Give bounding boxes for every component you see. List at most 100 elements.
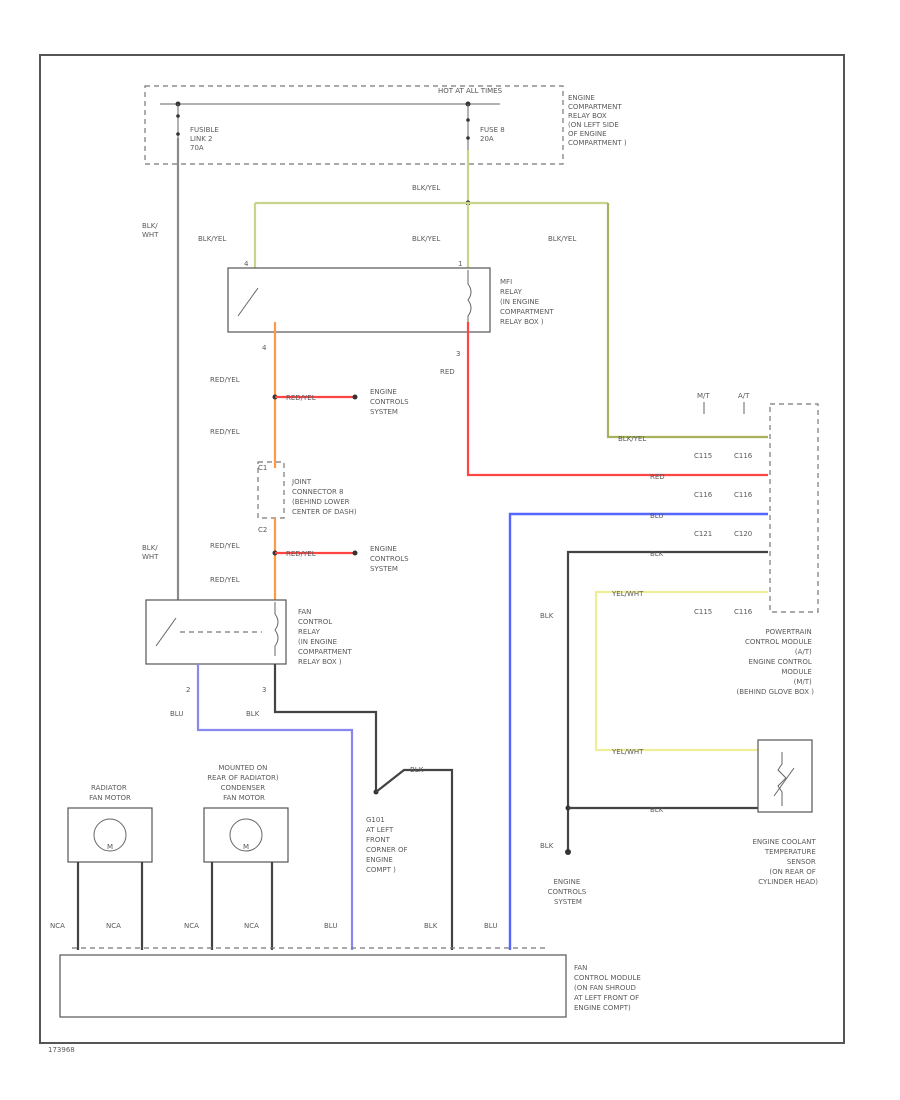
wire-blu-pcm	[508, 512, 768, 950]
joint-pin-bottom: C2	[258, 526, 267, 534]
pcm-row-4-at: C116	[734, 608, 753, 616]
wire-label-red-yel-2: RED/YEL	[210, 428, 240, 436]
wire-blk-yel-pcm	[606, 203, 768, 439]
pcm-dashed-outline	[769, 403, 819, 613]
wire-label-blk-wht-top: BLK/ WHT	[142, 222, 160, 239]
ecs-label-2: ENGINE CONTROLS SYSTEM	[370, 545, 411, 573]
mfi-pin-bottom-left: 4	[262, 344, 267, 352]
wire-label-blk-module: BLK	[424, 922, 438, 930]
wire-label-nca-3: NCA	[184, 922, 199, 930]
wire-label-red-pcm: RED	[650, 473, 665, 481]
wire-label-blk-ect: BLK	[650, 806, 664, 814]
ect-sensor-thermistor	[777, 752, 787, 806]
wire-label-blu-module: BLU	[484, 922, 497, 930]
fusible-node-bottom	[176, 132, 180, 136]
wire-label-nca-4: NCA	[244, 922, 259, 930]
wire-label-blk-wht-bottom: BLK/ WHT	[142, 544, 160, 561]
pcm-row-1-mt: C115	[694, 452, 712, 460]
engine-controls-terminal	[565, 849, 571, 855]
fan-control-module-label: FAN CONTROL MODULE (ON FAN SHROUD AT LEF…	[574, 964, 643, 1012]
mfi-pin-top-left: 4	[244, 260, 249, 268]
fusible-link-label: FUSIBLE LINK 2 70A	[190, 126, 221, 152]
wire-label-blu-module-left: BLU	[324, 922, 337, 930]
ect-sensor-arrow	[773, 767, 795, 797]
wire-label-blk-yel-pcm: BLK/YEL	[618, 435, 646, 443]
radiator-fan-motor-box	[67, 807, 153, 863]
relay-box-dashed-outline	[144, 85, 564, 165]
mfi-switch-arm	[237, 287, 259, 317]
wire-blk-pcm	[566, 550, 768, 852]
relay-box-note: ENGINE COMPARTMENT RELAY BOX (ON LEFT SI…	[568, 94, 627, 147]
radiator-fan-motor-m: M	[107, 843, 113, 851]
fan-relay-switch-arm	[155, 617, 177, 647]
wire-label-red-yel-1: RED/YEL	[210, 376, 240, 384]
condenser-fan-motor-box	[203, 807, 289, 863]
wire-label-red-yel-4: RED/YEL	[210, 576, 240, 584]
fan-relay-coil	[274, 602, 279, 656]
radiator-fan-label: RADIATOR FAN MOTOR	[89, 784, 131, 802]
wire-label-red-mfi: RED	[440, 368, 455, 376]
wire-label-blk-fan-relay: BLK	[246, 710, 260, 718]
wire-label-blk-pcm-top: BLK	[650, 550, 664, 558]
wire-label-nca-1: NCA	[50, 922, 65, 930]
mfi-relay-box	[227, 267, 491, 333]
wire-label-yel-wht-bottom: YEL/WHT	[611, 748, 644, 756]
wire-label-blk-yel-left: BLK/YEL	[198, 235, 226, 243]
wire-label-blk-bottom: BLK	[540, 842, 554, 850]
fusible-node-top	[176, 114, 180, 118]
fuse-8-label: FUSE 8 20A	[480, 126, 507, 143]
ect-sensor-box	[757, 739, 813, 813]
pcm-label: POWERTRAIN CONTROL MODULE (A/T) ENGINE C…	[736, 628, 814, 696]
wire-label-nca-2: NCA	[106, 922, 121, 930]
wire-blk-ground-link	[375, 768, 454, 950]
fan-relay-label: FAN CONTROL RELAY (IN ENGINE COMPARTMENT…	[298, 608, 354, 666]
fuse-8-node-bottom	[466, 136, 470, 140]
condenser-fan-label: MOUNTED ON REAR OF RADIATOR) CONDENSER F…	[207, 764, 281, 802]
wire-label-red-yel-ecs-2: RED/YEL	[286, 550, 316, 558]
wire-label-blu-left: BLU	[170, 710, 183, 718]
condenser-fan-motor-m: M	[243, 843, 249, 851]
wire-blk-fan-relay	[273, 664, 378, 790]
pcm-row-1-at: C116	[734, 452, 753, 460]
ecs-terminal-1	[352, 394, 358, 400]
wire-label-blu-pcm: BLU	[650, 512, 663, 520]
wire-red-mfi-pcm	[466, 322, 768, 477]
wire-label-blk-yel-mid: BLK/YEL	[412, 235, 440, 243]
joint-connector-label: JOINT CONNECTOR 8 (BEHIND LOWER CENTER O…	[291, 478, 357, 516]
pcm-row-3-mt: C121	[694, 530, 712, 538]
wire-label-yel-wht-top: YEL/WHT	[611, 590, 644, 598]
mfi-coil	[467, 270, 472, 322]
diagram-frame	[39, 54, 845, 1044]
wire-label-blk-yel-fuse: BLK/YEL	[412, 184, 440, 192]
mfi-pin-top-right: 1	[458, 260, 462, 268]
fuse-8-node-top	[466, 118, 470, 122]
joint-pin-top: C1	[258, 464, 267, 472]
wire-label-red-yel-3: RED/YEL	[210, 542, 240, 550]
radiator-fan-motor-symbol	[93, 818, 127, 852]
ecs-label-1: ENGINE CONTROLS SYSTEM	[370, 388, 411, 416]
wire-label-blk-pcm-side: BLK	[540, 612, 554, 620]
ground-g101-label: G101 AT LEFT FRONT CORNER OF ENGINE COMP…	[366, 816, 410, 874]
wire-label-blk-yel-right: BLK/YEL	[548, 235, 576, 243]
pcm-row-3-at: C120	[734, 530, 752, 538]
ect-sensor-label: ENGINE COOLANT TEMPERATURE SENSOR (ON RE…	[752, 838, 818, 886]
engine-controls-label-bottom: ENGINE CONTROLS SYSTEM	[548, 878, 589, 906]
hot-at-all-times-label: HOT AT ALL TIMES	[438, 87, 503, 95]
fan-relay-box	[145, 599, 287, 665]
condenser-fan-motor-symbol	[229, 818, 263, 852]
wire-label-red-yel-ecs-1: RED/YEL	[286, 394, 316, 402]
pcm-header-at: A/T	[738, 392, 750, 400]
fan-control-module-box	[59, 954, 567, 1018]
pcm-header-mt: M/T	[697, 392, 710, 400]
wire-label-blk-ground-link: BLK	[410, 766, 424, 774]
figure-id: 173968	[48, 1046, 75, 1054]
wire-yel-wht	[594, 590, 768, 752]
wire-blu-fan-relay	[196, 664, 354, 950]
fan-relay-pin-right: 3	[262, 686, 266, 694]
fan-relay-pin-left: 2	[186, 686, 190, 694]
pcm-row-4-mt: C115	[694, 608, 712, 616]
pcm-row-2-at: C116	[734, 491, 753, 499]
pcm-row-2-mt: C116	[694, 491, 713, 499]
joint-connector-outline	[257, 461, 285, 519]
